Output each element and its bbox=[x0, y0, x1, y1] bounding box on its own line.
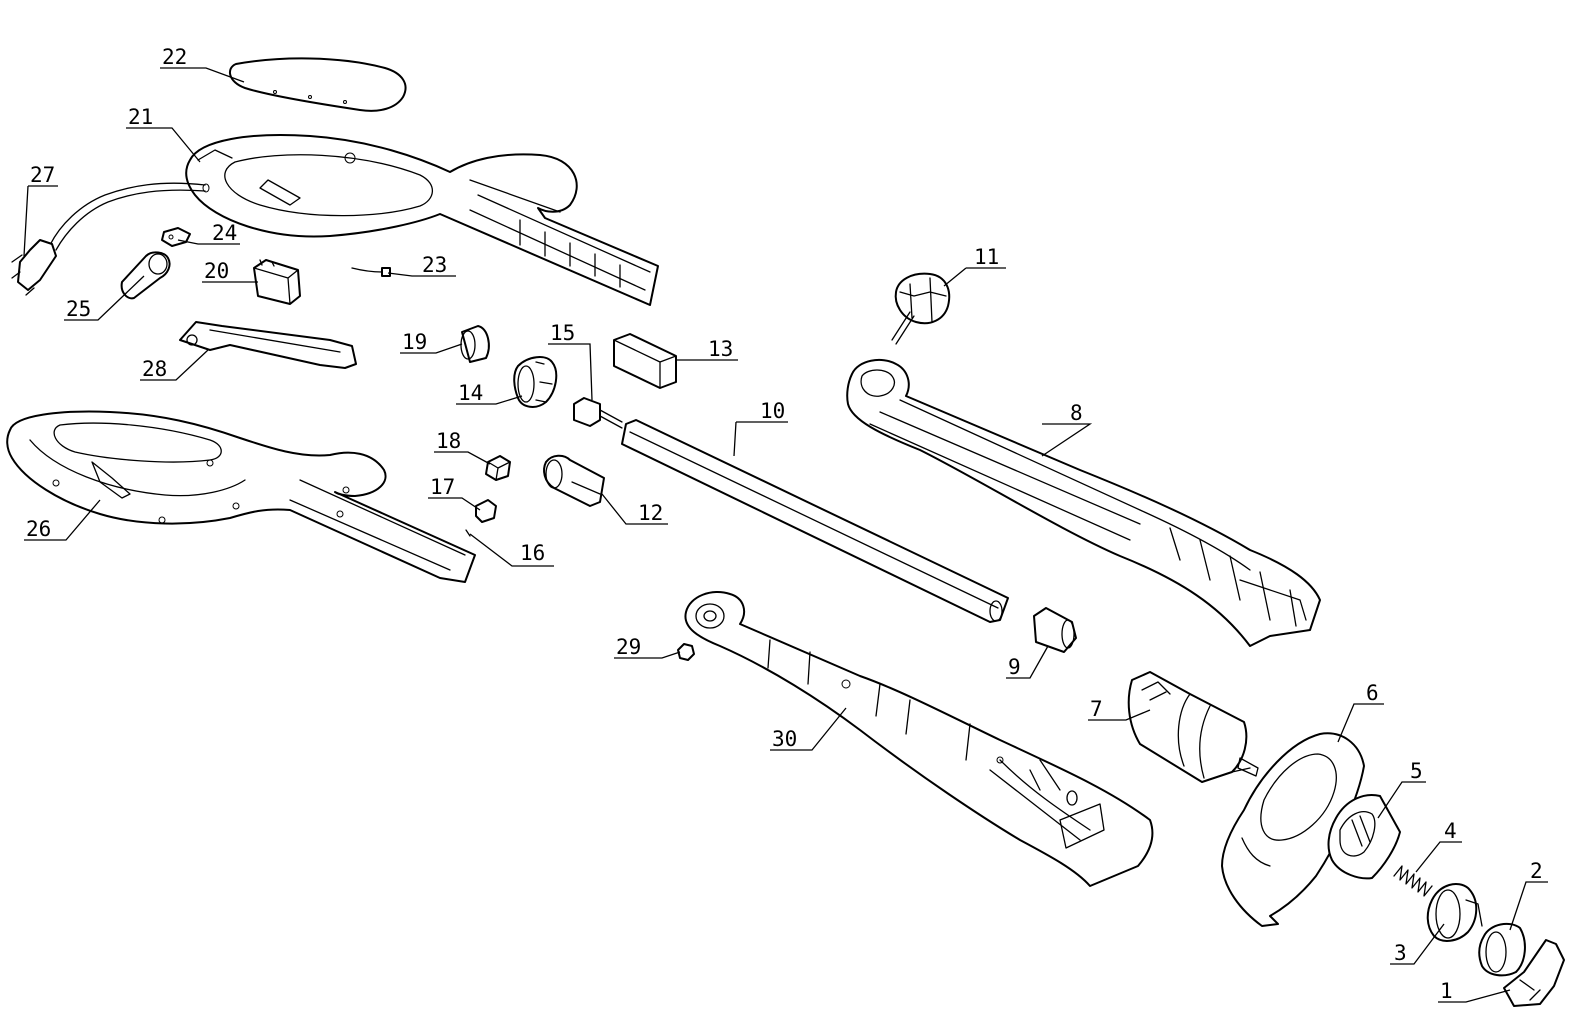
callout-4: 4 bbox=[1444, 819, 1457, 843]
callout-11: 11 bbox=[974, 245, 999, 269]
leader-19 bbox=[400, 343, 463, 354]
part-26-lower-handle-housing bbox=[6, 410, 476, 583]
callout-18: 18 bbox=[436, 429, 461, 453]
part-11-knob bbox=[891, 272, 951, 345]
leader-28 bbox=[140, 349, 209, 381]
callout-28: 28 bbox=[142, 357, 167, 381]
callout-24: 24 bbox=[212, 221, 237, 245]
callout-14: 14 bbox=[458, 381, 483, 405]
part-30-shaft-housing bbox=[684, 591, 1154, 887]
part-9-end-cap bbox=[1033, 607, 1077, 653]
part-6-guard bbox=[1221, 732, 1365, 927]
part-8-lower-housing bbox=[846, 358, 1321, 647]
callout-23: 23 bbox=[422, 253, 447, 277]
leader-14 bbox=[456, 395, 523, 405]
leader-22 bbox=[160, 67, 245, 83]
part-14-ring bbox=[513, 356, 558, 408]
leader-11 bbox=[943, 267, 1006, 287]
part-27-power-cord bbox=[11, 182, 210, 296]
callout-10: 10 bbox=[760, 399, 785, 423]
leader-15 bbox=[548, 343, 593, 401]
part-13-terminal-block bbox=[613, 333, 677, 389]
callout-26: 26 bbox=[26, 517, 51, 541]
leader-8 bbox=[1041, 423, 1093, 457]
leader-3 bbox=[1390, 923, 1445, 965]
leader-25 bbox=[64, 275, 145, 321]
callout-12: 12 bbox=[638, 501, 663, 525]
part-19-bushing bbox=[460, 325, 490, 363]
callout-3: 3 bbox=[1394, 941, 1407, 965]
callout-8: 8 bbox=[1070, 401, 1083, 425]
leader-9 bbox=[1006, 645, 1049, 679]
part-24-cord-clip bbox=[161, 227, 191, 247]
leader-lines bbox=[23, 67, 1548, 1003]
leader-27 bbox=[23, 185, 58, 257]
leader-29 bbox=[614, 651, 681, 659]
callout-22: 22 bbox=[162, 45, 187, 69]
part-15-connector bbox=[573, 397, 623, 429]
part-20-switch bbox=[253, 259, 301, 305]
leader-21 bbox=[126, 127, 201, 163]
leader-23 bbox=[387, 272, 456, 277]
callout-27: 27 bbox=[30, 163, 55, 187]
leader-18 bbox=[434, 451, 491, 465]
part-1-spool-cover bbox=[1503, 939, 1565, 1007]
callout-25: 25 bbox=[66, 297, 91, 321]
leader-30 bbox=[770, 707, 847, 751]
part-18-clip bbox=[485, 455, 511, 481]
part-17-block bbox=[475, 499, 497, 523]
part-29-nut bbox=[677, 643, 695, 661]
part-5-spool-housing bbox=[1327, 794, 1401, 880]
leader-6 bbox=[1337, 703, 1384, 743]
leader-17 bbox=[428, 497, 481, 511]
leader-26 bbox=[24, 499, 101, 541]
leader-1 bbox=[1438, 989, 1511, 1003]
callout-1: 1 bbox=[1440, 979, 1453, 1003]
leader-4 bbox=[1415, 841, 1462, 873]
leader-7 bbox=[1088, 709, 1151, 721]
callout-29: 29 bbox=[616, 635, 641, 659]
part-7-motor bbox=[1127, 671, 1259, 783]
callout-5: 5 bbox=[1410, 759, 1423, 783]
callout-labels: 22 21 27 24 25 20 23 28 26 19 14 15 13 1… bbox=[26, 45, 1543, 1003]
part-12-sleeve bbox=[543, 454, 605, 507]
callout-13: 13 bbox=[708, 337, 733, 361]
callout-9: 9 bbox=[1008, 655, 1021, 679]
callout-7: 7 bbox=[1090, 697, 1103, 721]
callout-20: 20 bbox=[204, 259, 229, 283]
callout-19: 19 bbox=[402, 330, 427, 354]
callout-30: 30 bbox=[772, 727, 797, 751]
callout-21: 21 bbox=[128, 105, 153, 129]
callout-2: 2 bbox=[1530, 859, 1543, 883]
callout-16: 16 bbox=[520, 541, 545, 565]
leader-12 bbox=[601, 493, 668, 525]
leader-16 bbox=[469, 533, 554, 567]
callout-17: 17 bbox=[430, 475, 455, 499]
part-25-pin bbox=[120, 251, 171, 300]
part-28-trigger-bar bbox=[179, 321, 357, 369]
leader-5 bbox=[1377, 781, 1426, 819]
callout-6: 6 bbox=[1366, 681, 1379, 705]
callout-15: 15 bbox=[550, 321, 575, 345]
part-2-cap-ring bbox=[1478, 922, 1526, 977]
part-16-screw bbox=[465, 529, 471, 537]
part-3-spool bbox=[1426, 883, 1483, 942]
leader-2 bbox=[1509, 881, 1548, 931]
part-10-shaft-tube bbox=[621, 419, 1009, 623]
part-21-upper-handle-housing bbox=[185, 134, 659, 306]
leader-10 bbox=[733, 421, 788, 457]
part-22-top-cover bbox=[228, 57, 407, 112]
part-4-spring bbox=[1393, 865, 1433, 897]
part-23-wire bbox=[351, 267, 391, 277]
leader-24 bbox=[177, 239, 240, 245]
